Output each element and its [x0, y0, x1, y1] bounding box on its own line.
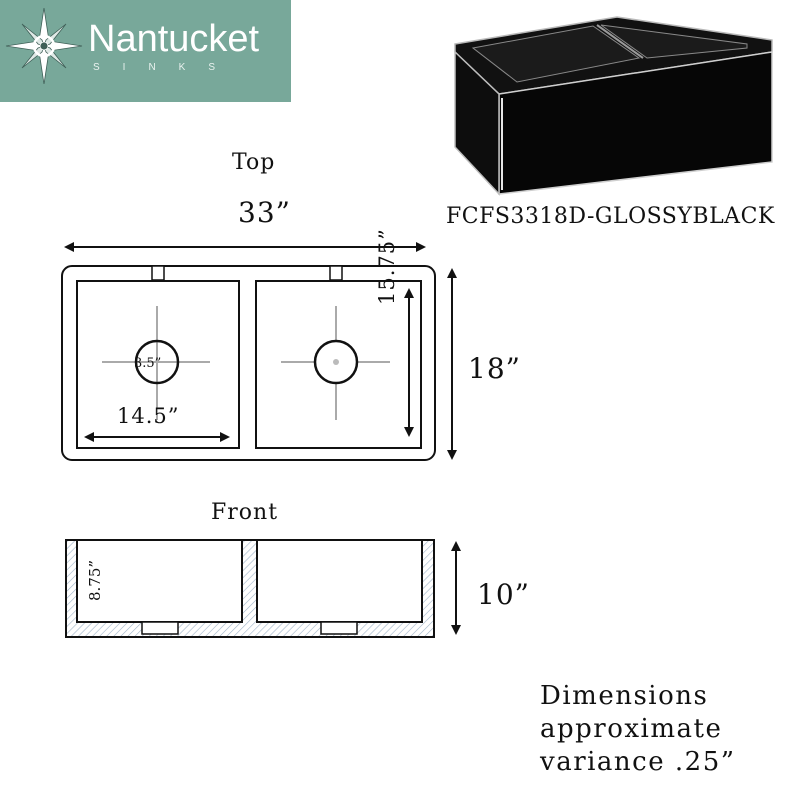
brand-subtitle: SINKS: [93, 62, 239, 73]
model-number: FCFS3318D-GLOSSYBLACK: [446, 204, 775, 229]
overall-depth-label: 18”: [468, 352, 521, 385]
top-view-title: Top: [232, 150, 276, 175]
brand-name: Nantucket: [88, 18, 260, 60]
note-line-1: Dimensions: [540, 681, 709, 711]
compass-rose-icon: [5, 7, 83, 85]
note-line-2: approximate: [540, 714, 723, 744]
front-view-title: Front: [211, 500, 279, 525]
brand-logo: Nantucket SINKS: [0, 0, 291, 102]
product-photo: [454, 16, 773, 196]
left-drain: [134, 339, 180, 385]
overall-width-label: 33”: [238, 196, 291, 229]
bowl-width-label: 14.5”: [117, 404, 180, 428]
bowl-depth-label: 15.75”: [375, 228, 399, 305]
dimensions-note: Dimensions approximate variance .25”: [540, 680, 736, 779]
front-bowl-depth-label: 8.75”: [86, 559, 104, 601]
note-line-3: variance .25”: [540, 747, 736, 777]
drain-diameter-label: 3.5”: [134, 356, 162, 371]
height-label: 10”: [477, 578, 530, 611]
